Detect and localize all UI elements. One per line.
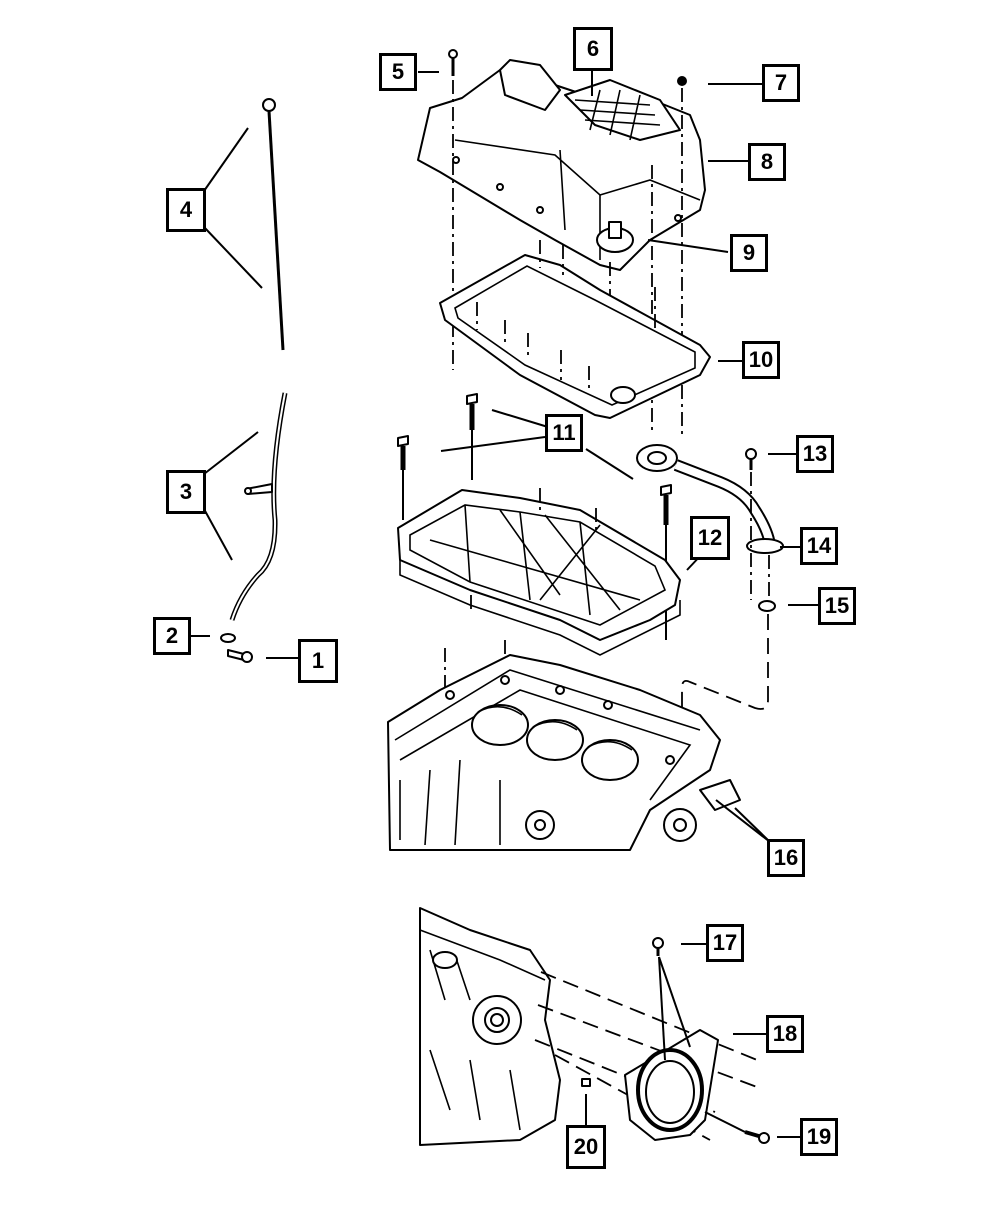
gasket-part[interactable] (439, 254, 711, 419)
o-ring-part-15[interactable] (758, 600, 776, 612)
leader-line-11a (491, 409, 549, 428)
bolt-part-13[interactable] (745, 448, 757, 470)
callout-2[interactable]: 2 (153, 617, 191, 655)
windage-tray-part[interactable] (397, 489, 681, 656)
leader-line-3b (203, 508, 233, 561)
leader-line-11c (585, 448, 634, 480)
dowel-pin-part[interactable] (581, 1078, 591, 1087)
rear-block-part[interactable] (419, 907, 561, 1146)
leader-line-16b (734, 807, 771, 843)
dipstick-tube-part[interactable] (229, 392, 288, 621)
callout-11[interactable]: 11 (545, 414, 583, 452)
callout-4[interactable]: 4 (166, 188, 206, 232)
callout-10[interactable]: 10 (742, 341, 780, 379)
callout-6[interactable]: 6 (573, 27, 613, 71)
callout-13[interactable]: 13 (796, 435, 834, 473)
alignment-line (681, 614, 769, 720)
callout-16[interactable]: 16 (767, 839, 805, 877)
callout-1[interactable]: 1 (298, 639, 338, 683)
callout-14[interactable]: 14 (800, 527, 838, 565)
bolt-part-1[interactable] (227, 649, 253, 663)
callout-20[interactable]: 20 (566, 1125, 606, 1169)
bolt-part-11b[interactable] (466, 393, 478, 480)
leader-line-3a (203, 431, 259, 475)
seal-retainer-part[interactable] (624, 1029, 719, 1141)
o-ring-part[interactable] (220, 633, 236, 643)
callout-9[interactable]: 9 (730, 234, 768, 272)
callout-15[interactable]: 15 (818, 587, 856, 625)
drain-plug-part[interactable] (677, 76, 687, 86)
alignment-lines-gasket (476, 240, 656, 392)
engine-block-part[interactable] (387, 654, 741, 851)
leader-line-4a (203, 127, 249, 192)
callout-5[interactable]: 5 (379, 53, 417, 91)
leader-line-9 (647, 239, 729, 253)
callout-17[interactable]: 17 (706, 924, 744, 962)
leader-line-11b (440, 436, 546, 452)
leader-line-17a (658, 956, 666, 1061)
dipstick-part[interactable] (262, 98, 285, 351)
leader-line-17b (658, 956, 691, 1048)
alignment-line (704, 1111, 746, 1133)
callout-18[interactable]: 18 (766, 1015, 804, 1053)
screw-part-19[interactable] (744, 1130, 770, 1144)
bolt-part-11a[interactable] (397, 435, 409, 520)
callout-7[interactable]: 7 (762, 64, 800, 102)
oil-pan-part[interactable] (417, 59, 706, 271)
callout-19[interactable]: 19 (800, 1118, 838, 1156)
callout-8[interactable]: 8 (748, 143, 786, 181)
bolt-part-5[interactable] (448, 49, 458, 76)
leader-line-4b (203, 226, 263, 289)
leader-line-16a (715, 799, 771, 843)
callout-12[interactable]: 12 (690, 516, 730, 560)
bolt-part-17[interactable] (652, 937, 664, 956)
pickup-tube-part[interactable] (636, 444, 784, 554)
callout-3[interactable]: 3 (166, 470, 206, 514)
